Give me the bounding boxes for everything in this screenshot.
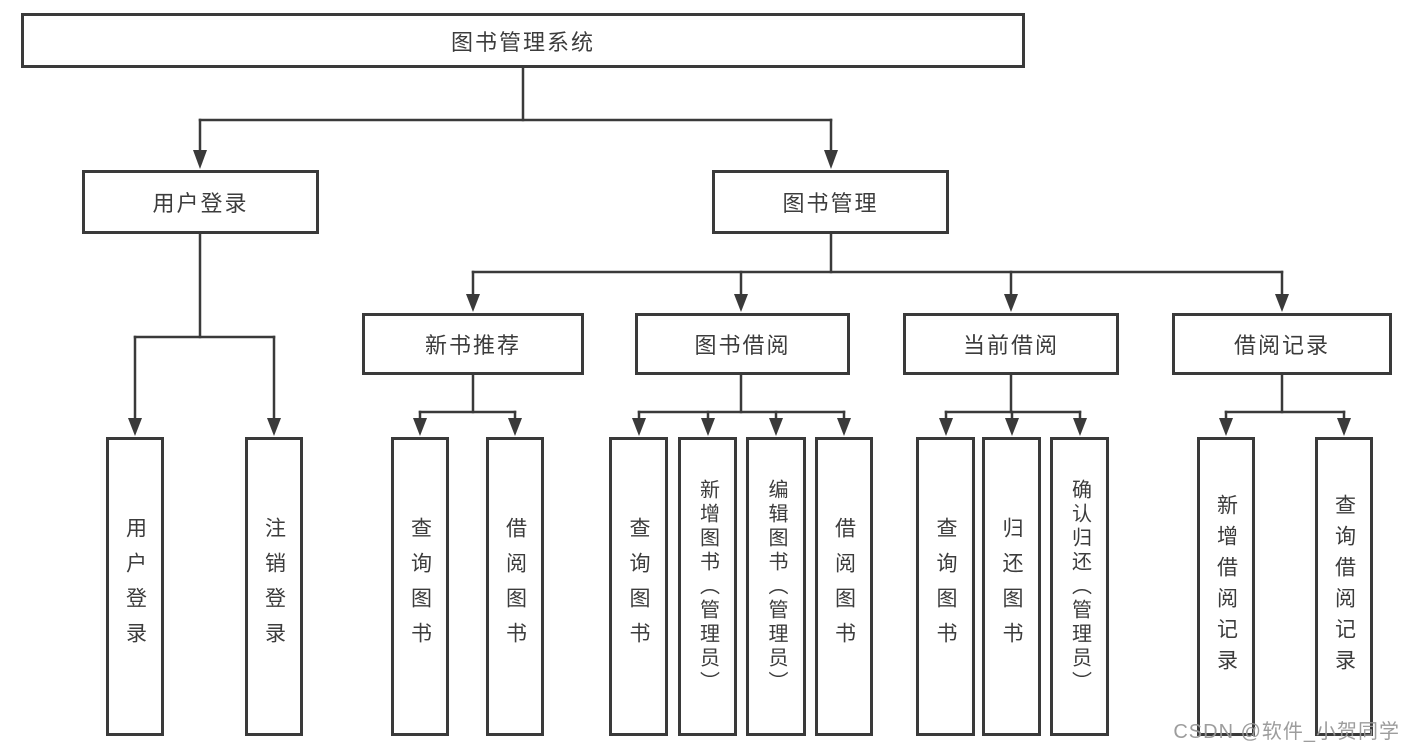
connector-root-to-level2 (193, 66, 838, 169)
leaf-label: 查询借阅记录 (1332, 493, 1356, 680)
leaf-user-login: 用户登录 (106, 437, 164, 736)
arrowhead-icon (837, 418, 851, 436)
leaf-query-books-current: 查询图书 (916, 437, 975, 736)
leaf-add-book-admin: 新增图书（管理员） (678, 437, 737, 736)
leaf-add-borrow-record: 新增借阅记录 (1197, 437, 1255, 736)
node-borrow-records: 借阅记录 (1172, 313, 1392, 375)
node-label: 图书管理 (782, 191, 879, 216)
leaf-query-books-recommend: 查询图书 (391, 437, 449, 736)
node-label: 新书推荐 (424, 333, 521, 358)
leaf-label: 注销登录 (262, 516, 286, 657)
leaf-confirm-return-admin: 确认归还（管理员） (1050, 437, 1109, 736)
connector-current-borrow-to-leaves (939, 373, 1087, 436)
node-current-borrow: 当前借阅 (903, 313, 1119, 375)
node-book-borrow: 图书借阅 (635, 313, 850, 375)
leaf-label: 查询图书 (408, 516, 432, 657)
arrowhead-icon (128, 418, 142, 436)
arrowhead-icon (267, 418, 281, 436)
leaf-label: 查询图书 (934, 516, 957, 657)
leaf-edit-book-admin: 编辑图书（管理员） (746, 437, 806, 736)
leaf-query-books-borrow: 查询图书 (609, 437, 668, 736)
node-user-login: 用户登录 (82, 170, 319, 234)
leaf-label: 借阅图书 (832, 516, 856, 657)
node-book-management: 图书管理 (712, 170, 949, 234)
leaf-return-book: 归还图书 (982, 437, 1041, 736)
connector-book-management-to-level3 (466, 232, 1289, 312)
arrowhead-icon (1337, 418, 1351, 436)
arrowhead-icon (939, 418, 953, 436)
node-new-book-recommend: 新书推荐 (362, 313, 584, 375)
leaf-label: 确认归还（管理员） (1068, 478, 1091, 695)
node-label: 图书管理系统 (450, 29, 595, 55)
arrowhead-icon (734, 294, 748, 312)
connector-borrow-records-to-leaves (1219, 373, 1351, 436)
leaf-label: 借阅图书 (503, 516, 527, 657)
node-root-library-system: 图书管理系统 (21, 13, 1025, 68)
connector-new-book-recommend-to-leaves (413, 373, 522, 436)
arrowhead-icon (824, 150, 838, 169)
arrowhead-icon (413, 418, 427, 436)
arrowhead-icon (1073, 418, 1087, 436)
node-label: 用户登录 (152, 191, 249, 216)
arrowhead-icon (1004, 294, 1018, 312)
node-label: 图书借阅 (694, 333, 791, 358)
leaf-logout: 注销登录 (245, 437, 303, 736)
arrowhead-icon (1275, 294, 1289, 312)
leaf-label: 编辑图书（管理员） (765, 478, 787, 695)
arrowhead-icon (769, 418, 783, 436)
node-label: 当前借阅 (962, 333, 1059, 358)
arrowhead-icon (701, 418, 715, 436)
leaf-label: 查询图书 (627, 516, 650, 657)
arrowhead-icon (1219, 418, 1233, 436)
arrowhead-icon (508, 418, 522, 436)
leaf-borrow-books: 借阅图书 (815, 437, 873, 736)
arrowhead-icon (466, 294, 480, 312)
leaf-borrow-books-recommend: 借阅图书 (486, 437, 544, 736)
leaf-label: 用户登录 (123, 516, 147, 657)
node-label: 借阅记录 (1233, 333, 1330, 358)
connector-user-login-to-leaves (128, 232, 281, 436)
arrowhead-icon (193, 150, 207, 169)
connector-book-borrow-to-leaves (632, 373, 851, 436)
leaf-label: 新增图书（管理员） (696, 478, 719, 695)
leaf-label: 归还图书 (1000, 516, 1023, 657)
arrowhead-icon (632, 418, 646, 436)
arrowhead-icon (1005, 418, 1019, 436)
leaf-label: 新增借阅记录 (1214, 493, 1238, 680)
csdn-watermark: CSDN @软件_小贺同学 (1173, 721, 1400, 743)
leaf-query-borrow-record: 查询借阅记录 (1315, 437, 1373, 736)
